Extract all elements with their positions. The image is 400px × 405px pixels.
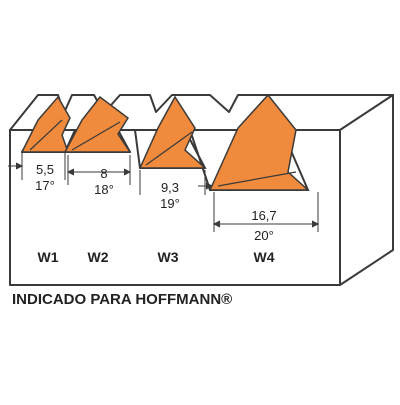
slot-w2-shape: [63, 95, 132, 153]
slot-w2-label: W2: [88, 249, 109, 265]
slot-w1-angle: 17°: [35, 178, 55, 193]
slot-w2-width: 8: [100, 166, 107, 181]
slot-w1-width: 5,5: [36, 162, 54, 177]
slot-w4-shape: [208, 93, 310, 191]
slot-w4-fill: [208, 93, 310, 191]
slot-w2-fill: [63, 95, 132, 153]
slot-w3-fill: [138, 95, 207, 169]
dimension-w2: [66, 155, 132, 185]
slot-w4-width: 16,7: [251, 208, 276, 223]
slot-w3-width: 9,3: [161, 180, 179, 195]
dimension-w3: [139, 170, 214, 195]
slot-w1-edge: [29, 119, 63, 151]
slot-w3-label: W3: [158, 249, 179, 265]
slot-w4-angle: 20°: [254, 228, 274, 243]
dimension-w1: [8, 152, 66, 180]
slot-w3-angle: 19°: [160, 196, 180, 211]
slot-w4-edge: [217, 171, 297, 187]
dimension-w4: [212, 192, 320, 232]
slot-w3-shape: [138, 95, 207, 169]
diagram-caption: INDICADO PARA HOFFMANN®: [12, 291, 232, 308]
slot-w2-angle: 18°: [94, 182, 114, 197]
block-side-face: [339, 94, 394, 286]
slot-w3-edge: [145, 131, 193, 166]
slot-w2-edge: [71, 121, 121, 151]
slot-w4-label: W4: [254, 249, 275, 265]
slot-w1-label: W1: [38, 249, 59, 265]
